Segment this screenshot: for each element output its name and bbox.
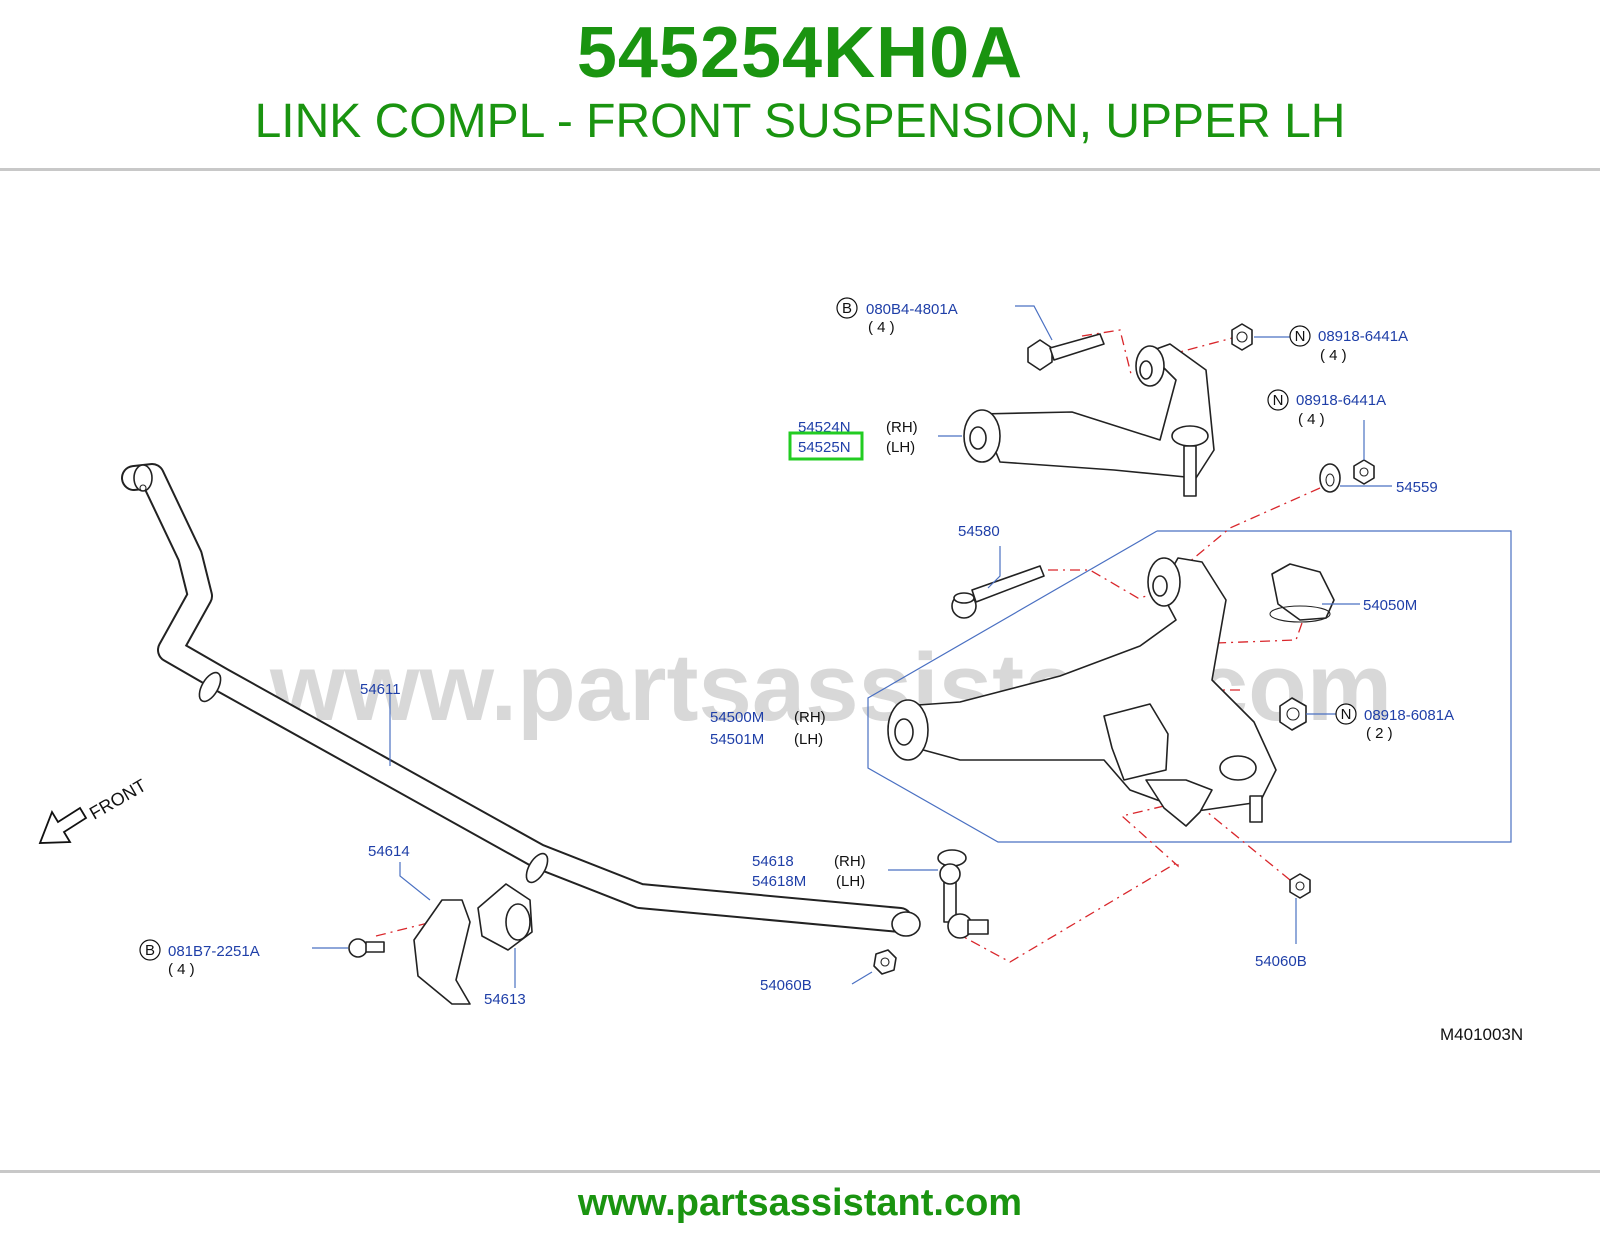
- callout-upper-link[interactable]: 54524N (RH) 54525N (LH): [788, 419, 918, 461]
- callout-conn-rod[interactable]: 54618 (RH) 54618M (LH): [752, 853, 866, 890]
- callout-prefix: N: [1273, 392, 1284, 409]
- front-label: FRONT: [86, 775, 150, 823]
- upper-link-arm: [963, 343, 1215, 497]
- clamp-bolt-shank: [365, 941, 385, 953]
- prefix-n-icon: [1335, 703, 1357, 725]
- callout-washer[interactable]: 54559: [1396, 479, 1438, 496]
- footer-website-link[interactable]: www.partsassistant.com: [577, 1182, 1023, 1224]
- callout-prefix: N: [1295, 328, 1306, 345]
- callout-bolt-clamp[interactable]: B 081B7-2251A ( 4 ): [139, 939, 260, 978]
- stabilizer-bushing: [477, 883, 533, 951]
- clamp-bolt-head: [348, 938, 368, 958]
- callout-qty: ( 4 ): [868, 319, 895, 336]
- lower-nut: [1279, 697, 1307, 731]
- cam-washer: [1319, 463, 1341, 493]
- prefix-b-icon: [836, 297, 858, 319]
- callout-number-rh: 54618: [752, 853, 794, 870]
- callout-qty: ( 4 ): [1298, 411, 1325, 428]
- stabilizer-clamp: [413, 899, 471, 1005]
- ball-joint-cap: [1269, 563, 1335, 623]
- callout-number: 081B7-2251A: [168, 943, 260, 960]
- callout-nut-upper-1[interactable]: N 08918-6441A ( 4 ): [1289, 325, 1408, 364]
- rod-nut: [873, 949, 897, 975]
- callout-qty: ( 4 ): [168, 961, 195, 978]
- callout-nut-rod-2[interactable]: 54060B: [1255, 953, 1307, 970]
- upper-nut-1: [1231, 323, 1253, 351]
- callout-stabilizer[interactable]: 54611: [360, 681, 401, 698]
- callout-number-rh: 54500M: [710, 709, 764, 726]
- stabilizer-bar: [121, 463, 921, 937]
- callout-number: 08918-6081A: [1364, 707, 1454, 724]
- diagram-code: M401003N: [1440, 1025, 1523, 1044]
- callout-cap[interactable]: 54050M: [1363, 597, 1417, 614]
- callout-lower-link[interactable]: 54500M (RH) 54501M (LH): [710, 709, 826, 748]
- callout-side-lh: (LH): [886, 439, 915, 456]
- prefix-b-icon: [139, 939, 161, 961]
- callout-number-lh: 54618M: [752, 873, 806, 890]
- part-description: LINK COMPL - FRONT SUSPENSION, UPPER LH: [254, 95, 1346, 148]
- callout-number-lh: 54501M: [710, 731, 764, 748]
- callout-bolt-lower[interactable]: 54580: [958, 523, 1000, 540]
- callout-side-lh: (LH): [836, 873, 865, 890]
- callout-side-rh: (RH): [794, 709, 826, 726]
- callout-prefix: B: [842, 300, 852, 317]
- part-number-title: 545254KH0A: [576, 13, 1024, 93]
- upper-nut-2: [1353, 459, 1375, 485]
- upper-bolt: [1027, 333, 1105, 371]
- callout-number: 08918-6441A: [1296, 392, 1386, 409]
- callout-prefix: B: [145, 942, 155, 959]
- prefix-n-icon: [1267, 389, 1289, 411]
- footer-divider: [0, 1170, 1600, 1173]
- lower-link-arm: [887, 557, 1277, 827]
- callout-prefix: N: [1341, 706, 1352, 723]
- callout-clamp[interactable]: 54614: [368, 843, 410, 860]
- callout-number: 08918-6441A: [1318, 328, 1408, 345]
- callout-number-lh-highlighted[interactable]: 54525N: [798, 439, 851, 456]
- callout-bolt-upper[interactable]: B 080B4-4801A ( 4 ): [836, 297, 958, 336]
- callout-qty: ( 2 ): [1366, 725, 1393, 742]
- callout-nut-upper-2[interactable]: N 08918-6441A ( 4 ): [1267, 389, 1386, 428]
- connecting-rod: [937, 849, 989, 939]
- callout-bushing[interactable]: 54613: [484, 991, 526, 1008]
- lower-rod-nut: [1289, 873, 1311, 899]
- highlight-box: [788, 431, 864, 461]
- callout-side-lh: (LH): [794, 731, 823, 748]
- callout-nut-rod-1[interactable]: 54060B: [760, 977, 812, 994]
- front-direction-arrow: FRONT: [38, 775, 150, 844]
- lower-bolt: [951, 565, 1045, 619]
- callout-number: 080B4-4801A: [866, 301, 958, 318]
- callout-side-rh: (RH): [886, 419, 918, 436]
- callout-nut-lower[interactable]: N 08918-6081A ( 2 ): [1335, 703, 1454, 742]
- prefix-n-icon: [1289, 325, 1311, 347]
- callout-qty: ( 4 ): [1320, 347, 1347, 364]
- lower-link-group-box: [867, 530, 1512, 843]
- header-divider: [0, 168, 1600, 171]
- page-header: 545254KH0A LINK COMPL - FRONT SUSPENSION…: [0, 0, 1600, 168]
- leader-lines: [312, 305, 1392, 988]
- callout-side-rh: (RH): [834, 853, 866, 870]
